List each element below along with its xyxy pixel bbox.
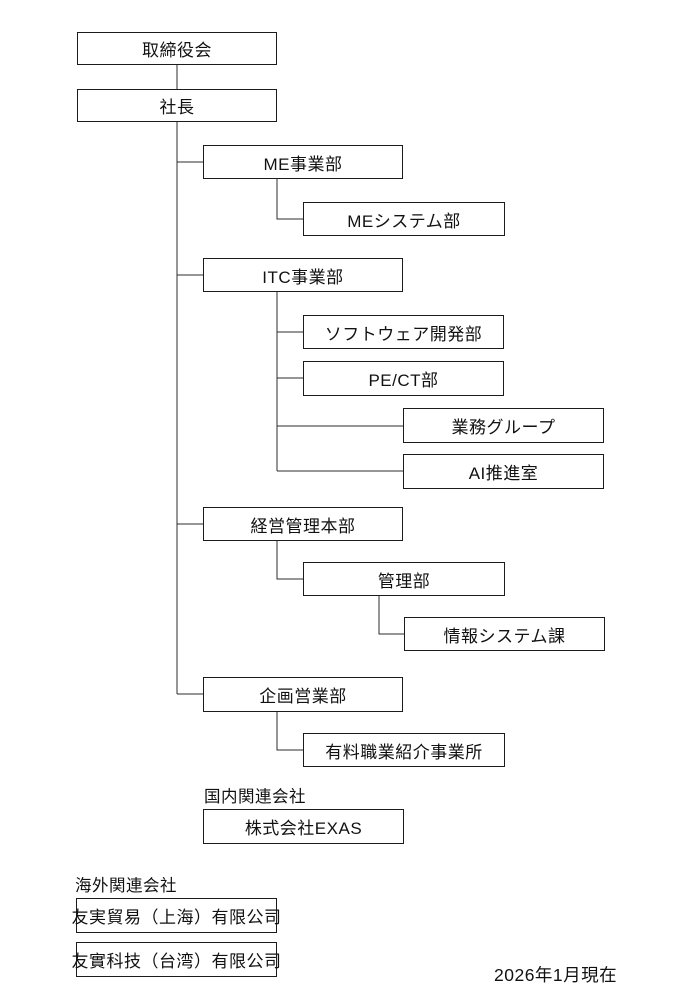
org-node-pe-ct: PE/CT部	[303, 361, 504, 396]
org-node-president: 社長	[77, 89, 277, 122]
affiliate-node-shanghai: 友実貿易（上海）有限公司	[72, 898, 281, 933]
overseas-affiliates-label: 海外関連会社	[75, 877, 177, 895]
as-of-date: 2026年1月現在	[494, 965, 618, 985]
org-node-admin-dept: 管理部	[303, 562, 505, 596]
domestic-affiliates-label: 国内関連会社	[204, 788, 306, 806]
affiliate-node-exas: 株式会社EXAS	[203, 809, 404, 844]
org-node-board: 取締役会	[77, 32, 277, 65]
org-node-info-systems: 情報システム課	[404, 617, 605, 651]
affiliate-node-taiwan: 友實科技（台湾）有限公司	[72, 942, 281, 977]
org-node-management-hq: 経営管理本部	[203, 507, 403, 541]
org-node-me-division: ME事業部	[203, 145, 403, 179]
org-node-me-system: MEシステム部	[303, 202, 505, 236]
org-node-itc-division: ITC事業部	[203, 258, 403, 292]
org-node-software-dev: ソフトウェア開発部	[303, 315, 504, 349]
org-node-operations-group: 業務グループ	[403, 408, 604, 443]
org-node-ai-office: AI推進室	[403, 454, 604, 489]
org-node-employment-office: 有料職業紹介事業所	[303, 733, 505, 767]
org-node-planning-sales: 企画営業部	[203, 677, 403, 712]
